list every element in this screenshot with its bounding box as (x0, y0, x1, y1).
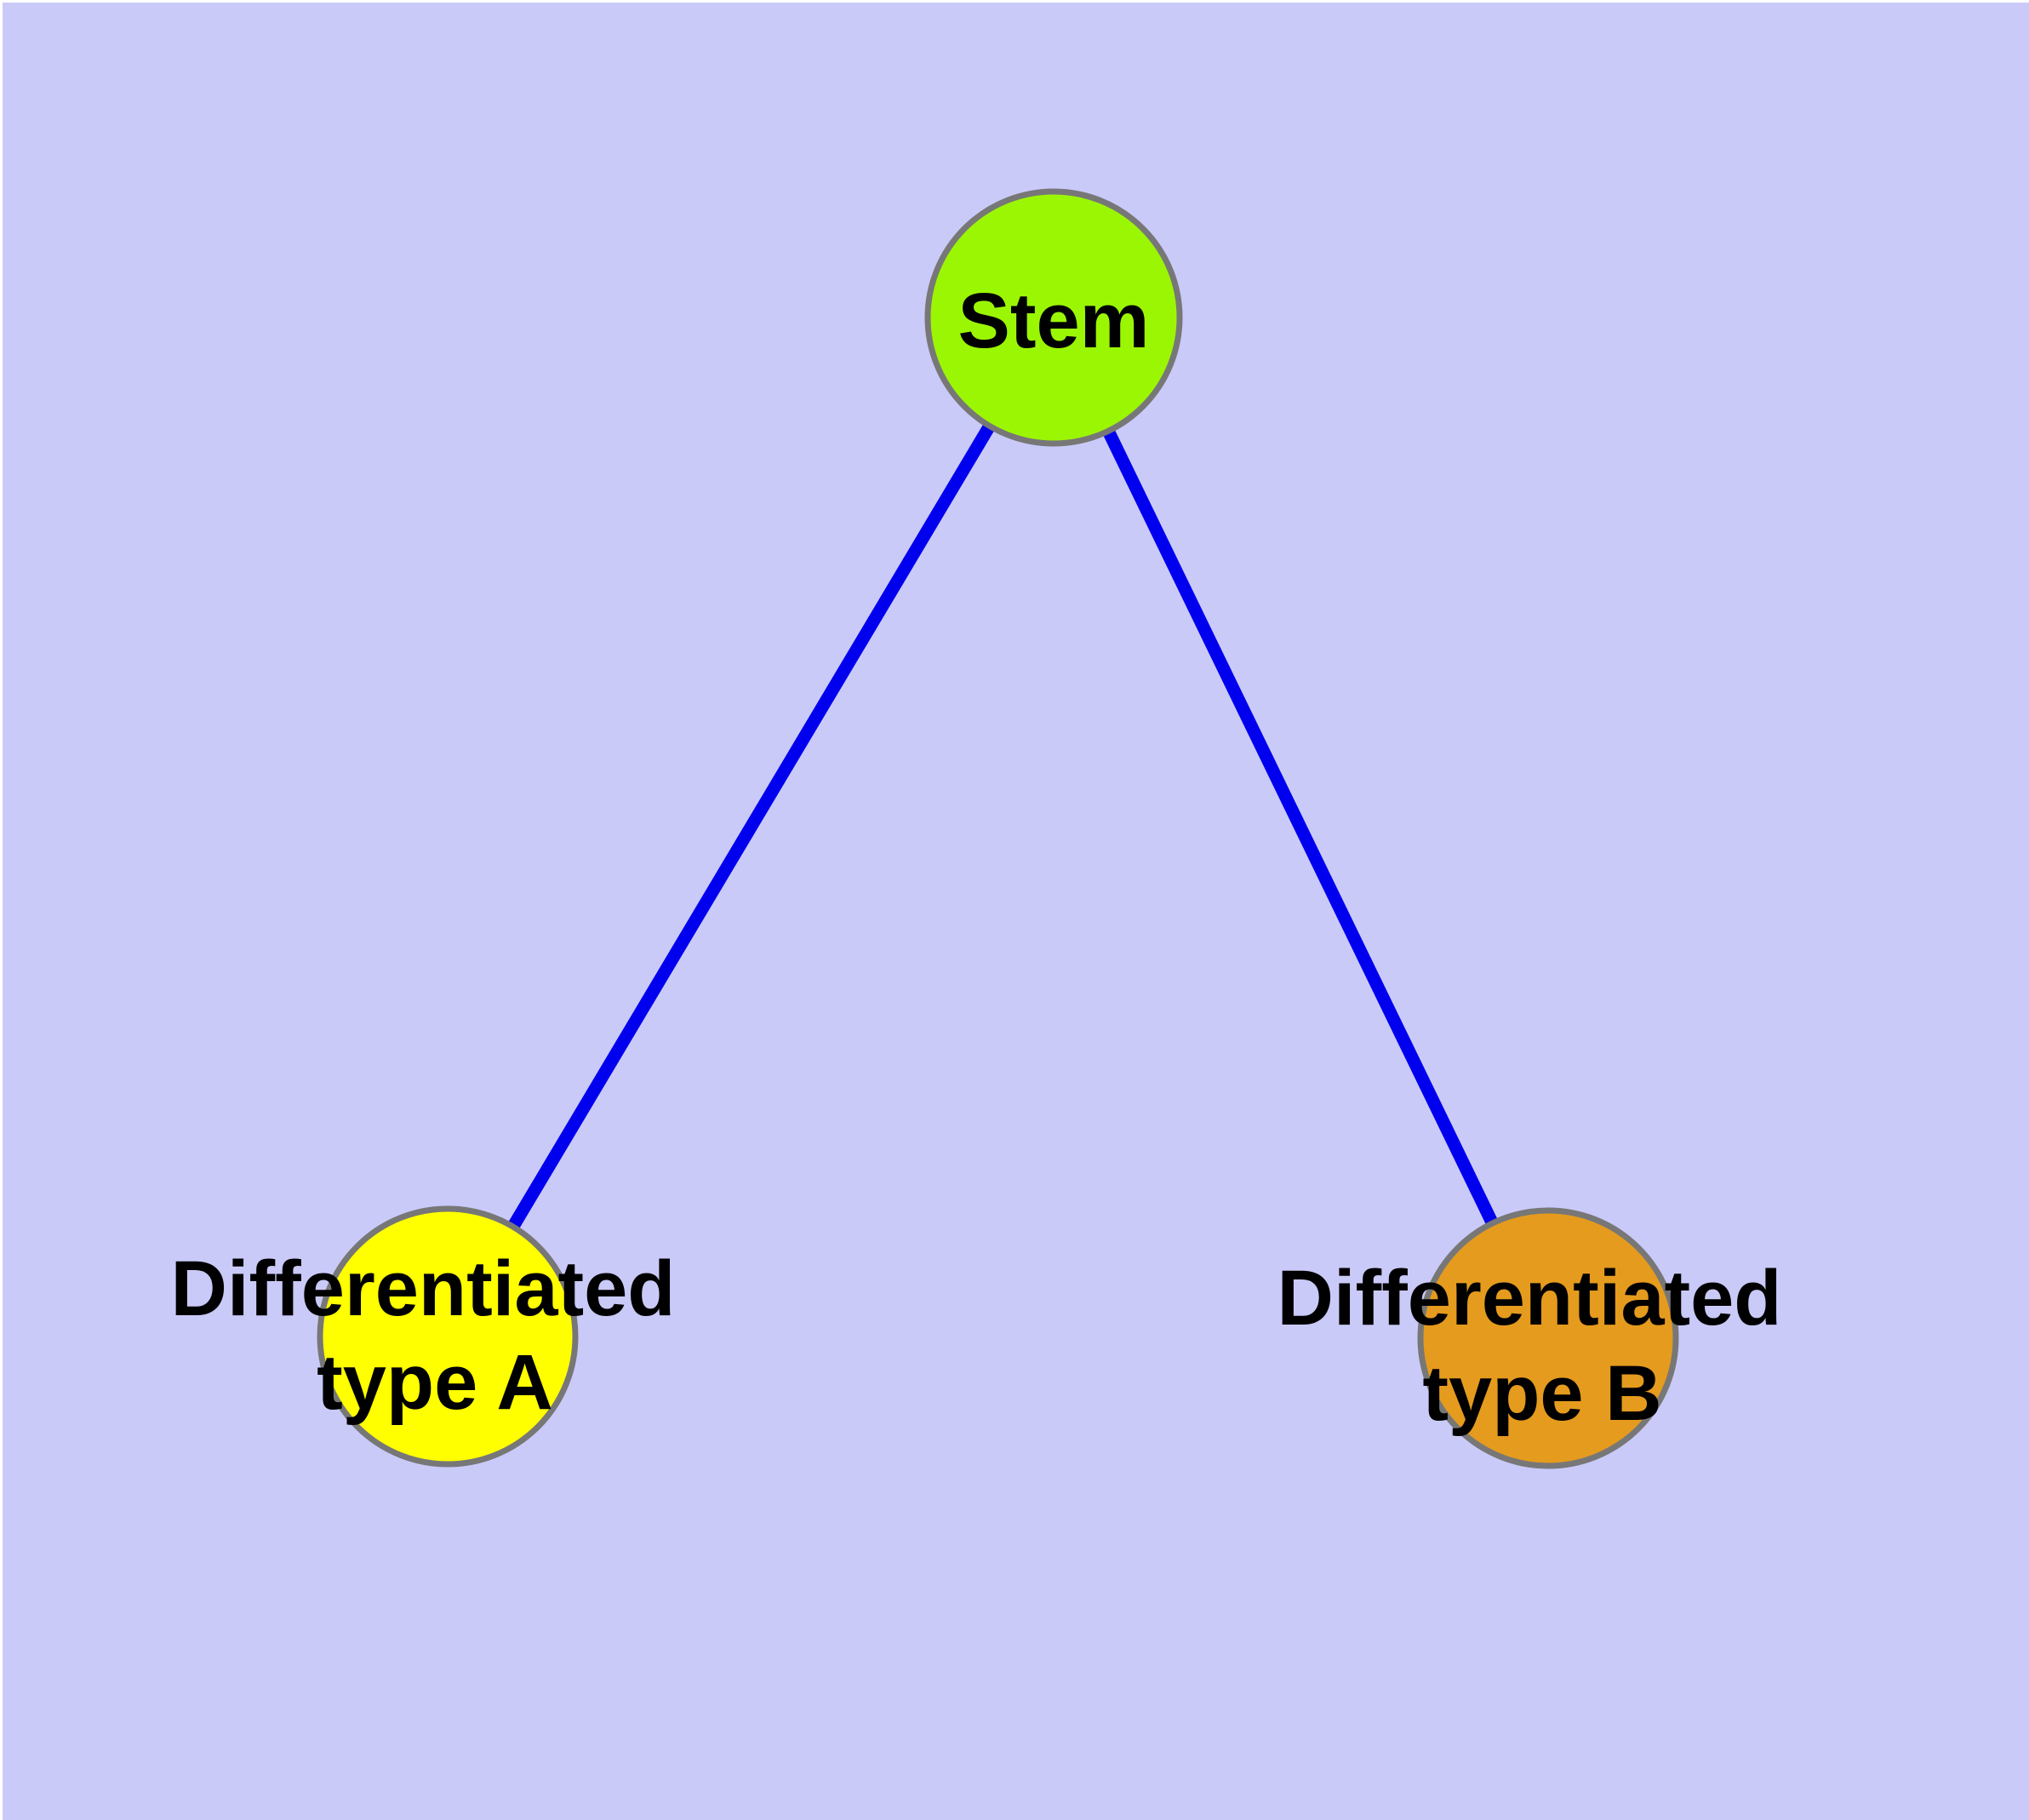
node-type-a (317, 1205, 579, 1468)
edge-stem-to-type-a (442, 315, 1060, 1340)
node-type-b-label-line-1: Differentiated (1277, 1255, 1782, 1342)
node-type-b (1417, 1207, 1679, 1469)
node-type-a-label-line-1: Differentiated (171, 1245, 676, 1332)
edge-stem-to-type-b (1048, 315, 1554, 1342)
node-stem-label: Stem (958, 278, 1150, 364)
node-stem (924, 188, 1183, 447)
node-type-b-label-line-2: type B (1422, 1350, 1661, 1437)
node-type-a-label-line-2: type A (317, 1339, 553, 1426)
